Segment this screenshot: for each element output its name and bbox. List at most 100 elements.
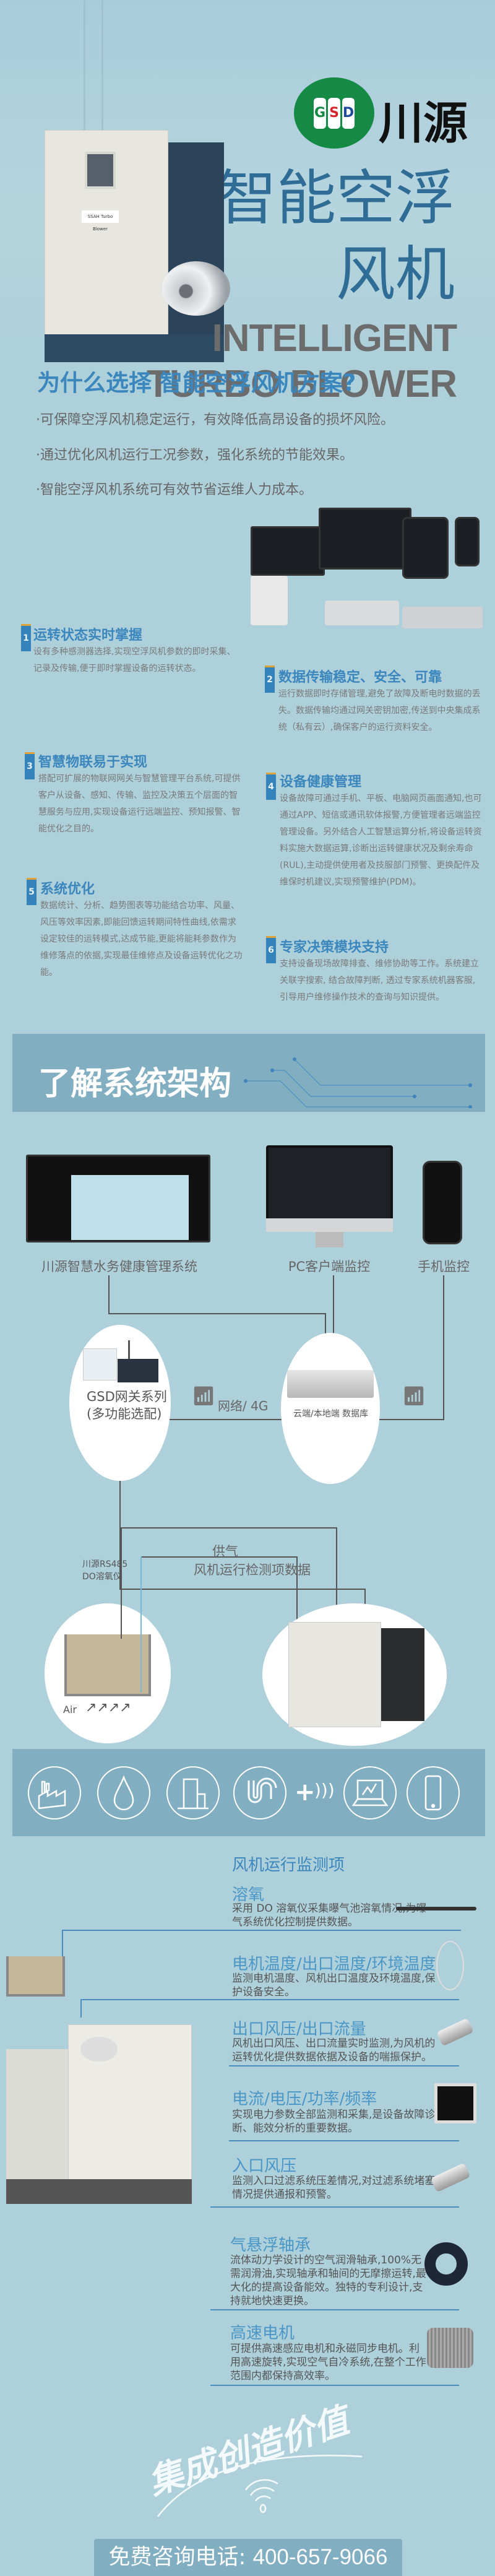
connector-line [443,1275,444,1420]
client-label-water-system: 川源智慧水务健康管理系统 [41,1259,197,1274]
logo-letter: S [328,97,340,129]
monitor-item-body: 流体动力学设计的空气润滑轴承,100%无需润滑油,实现轴承和轴间的无摩擦运转,最… [230,2254,426,2307]
feature-number: 3 [25,752,35,779]
high-speed-motor-image [427,2328,473,2368]
monitor-item-title: 溶氧 [232,1886,265,1904]
monitor-item-title: 高速电机 [230,2324,295,2343]
architecture-title: 了解系统架构 [38,1065,232,1103]
aeration-tank-illustration [64,1634,151,1696]
connector-line [119,1481,121,1590]
wifi-icon: 📶︎ [402,1386,426,1407]
turbo-blower-image: SSAH Turbo Blower [45,130,224,365]
pressure-sensor-image [436,2018,474,2047]
gateway-sublabel: (多功能选配) [87,1407,162,1421]
feature-body: 设有多种感测器选择,实现空浮风机参数的即时采集、记录及传输,便于即时掌握设备的运… [33,647,236,674]
hero-title-en-1: INTELLIGENT [212,317,457,360]
feature-title: 设备健康管理 [280,774,362,790]
why-title: 为什么选择 智能空浮风机方案? [37,370,356,396]
connector-line [296,1556,298,1624]
power-meter-image [434,2083,476,2123]
feature-number: 1 [21,624,31,651]
turbo-blower-image [6,2012,229,2235]
air-supply-line [140,1556,142,1693]
water-management-screen-image [26,1155,210,1242]
client-label-pc: PC客户端监控 [288,1259,371,1274]
connector-line [167,1419,285,1420]
connector-line [325,1313,326,1335]
wifi-icon: 📶︎ [192,1386,216,1407]
divider-line [229,2140,459,2141]
divider-line [210,2385,459,2386]
aeration-tank-illustration [6,1956,65,1997]
crane-tower-image [84,0,103,142]
phone-number[interactable]: 400-657-9066 [252,2545,388,2569]
devices-collage-image [251,508,486,638]
sensor-line [80,1999,82,2018]
monitor-item-title: 电流/电压/功率/频率 [232,2090,377,2109]
divider-line [210,2309,459,2310]
connector-line [121,1527,337,1529]
feature-body: 设备故障可通过手机、平板、电脑网页画面通知,也可通过APP、短信或通讯软体报警,… [280,794,482,887]
logo-letter: D [342,97,355,129]
consult-phone-banner[interactable]: 免费咨询电话: 400-657-9066 [94,2539,402,2576]
feature-title: 数据传输稳定、安全、可靠 [278,670,442,685]
do-sensor-image [396,1907,476,1910]
why-item: ·智能空浮风机系统可有效节省运维人力成本。 [36,482,312,498]
architecture-banner [12,1034,485,1112]
water-drop-icon [97,1766,150,1819]
slogan-arc-decoration [157,2455,363,2517]
circuit-lines-decoration [244,1057,472,1108]
air-supply-label: 供气 [212,1544,238,1559]
connector-line [333,1275,334,1334]
sensor-line [62,1930,63,1959]
machine-label: SSAH Turbo Blower [82,210,119,232]
monitor-item-body: 实现电力参数全部监测和采集,是设备故障诊断、能效分析的重要数据。 [232,2109,436,2135]
do-meter-label: 川源RS485 [82,1559,128,1569]
monitor-item-body: 风机出口风压、出口流量实时监测,为风机的运转优化提供数据依据及设备的喘振保护。 [232,2037,436,2063]
pc-monitor-image [266,1145,393,1247]
database-label: 云端/本地端 数据库 [293,1409,369,1419]
why-item: ·可保障空浮风机稳定运行，有效降低高昂设备的损坏风险。 [36,412,394,428]
feature-body: 运行数据即时存储管理,避免了故障及断电时数据的丢失。数据传输均通过网关密钥加密,… [278,689,481,732]
gateway-circle: GSD网关系列 (多功能选配) [69,1325,171,1481]
divider-line [80,1999,459,2000]
feature-title: 智慧物联易于实现 [38,755,148,770]
monitor-item-body: 可提供高速感应电机和永磁同步电机。利用高速旋转,实现空气自冷系统,在整个工作范围… [230,2343,426,2382]
air-arrows-icon: ↗↗↗↗ [85,1700,131,1715]
temperature-sensor-image [436,1941,464,1990]
feature-body: 搭配可扩展的物联网网关与智慧管理平台系统,可提供客户从设备、感知、传输、监控及决… [38,774,241,834]
monitor-item-title: 电机温度/出口温度/环境温度 [232,1955,436,1974]
phone-monitor-image [423,1161,462,1244]
gateway-label: GSD网关系列 [87,1389,167,1404]
connector-line [119,1589,366,1590]
feature-title: 专家决策模块支持 [280,940,389,955]
phone-label: 免费咨询电话: [108,2545,246,2570]
divider-line [62,1930,461,1931]
pipe-icon [233,1766,286,1819]
hero-title-cn-1: 智能空浮 [217,163,455,233]
connector-line [108,1313,326,1314]
monitor-item-title: 气悬浮轴承 [230,2236,311,2255]
brand-name: 川源 [379,97,468,149]
monitor-item-title: 入口风压 [232,2157,297,2175]
air-supply-line [140,1556,298,1558]
laptop-chart-icon [343,1766,397,1819]
wifi-icon [244,2479,278,2513]
building-icon [166,1766,220,1819]
monitoring-title: 风机运行监测项 [232,1856,345,1875]
air-bearing-image [424,2242,468,2286]
do-meter-sublabel: DO溶氧仪 [82,1572,122,1582]
feature-body: 数据统计、分析、趋势图表等功能结合功率、风量、风压等效率因素,即能回馈运转期间特… [40,901,243,978]
why-item: ·通过优化风机运行工况参数，强化系统的节能效果。 [36,448,353,463]
feature-title: 系统优化 [40,882,95,897]
aeration-tank-circle: Air ↗↗↗↗ [45,1603,171,1743]
gsd-logo: G S D [294,77,374,149]
feature-number: 4 [266,773,276,800]
divider-line [229,2065,459,2066]
plus-icon: + [295,1778,316,1806]
factory-icon [28,1766,81,1819]
feature-number: 5 [27,878,37,905]
data-flow-label: 风机运行检测项数据 [194,1563,311,1577]
feature-number: 6 [266,936,276,963]
blower-impeller-image [162,261,230,316]
